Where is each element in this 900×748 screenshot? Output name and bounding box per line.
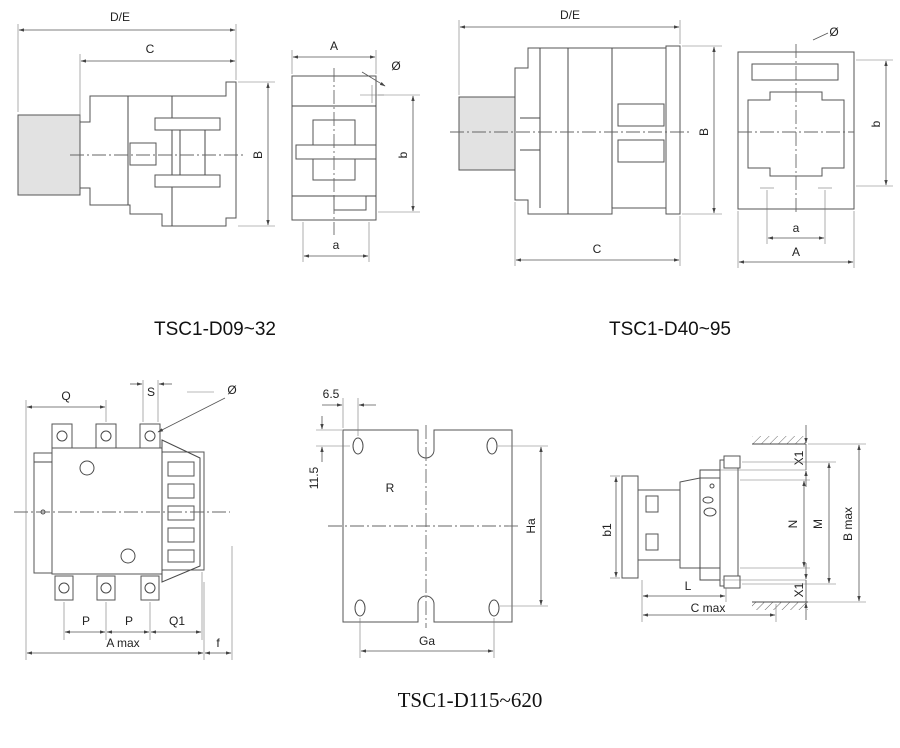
d115-r-label: R	[386, 481, 395, 495]
d40-c-label: C	[593, 242, 602, 256]
d115-ha-label: Ha	[524, 518, 538, 534]
d09-a-lower-label: a	[333, 238, 340, 252]
d115-lower-terminal-1	[54, 575, 74, 601]
d115-ga-label: Ga	[419, 634, 435, 648]
d40-side-view: D/E B C	[450, 8, 722, 266]
d09-armature	[129, 142, 157, 166]
d115-q-label: Q	[61, 389, 70, 403]
d09-upper-contact	[154, 117, 221, 131]
d115-lower-terminal-2	[96, 575, 116, 601]
d09-coil-block	[17, 114, 81, 196]
d115-a-max-label: A max	[106, 636, 139, 650]
caption-d09-32: TSC1-D09~32	[154, 319, 276, 340]
d115-six-five-label: 6.5	[323, 387, 340, 401]
d115-upper-terminal-1	[51, 423, 73, 449]
d115-bottom-wall	[752, 602, 808, 610]
d115-l-label: L	[685, 579, 692, 593]
d115-main-body	[51, 447, 163, 575]
d40-lower-terminal	[617, 139, 665, 163]
d115-x1-top-label: X1	[792, 450, 806, 465]
d115-p1-label: P	[82, 614, 90, 628]
d115-top-bolt	[723, 455, 741, 469]
d115-phi-label: Ø	[227, 383, 236, 397]
d40-b-label: B	[697, 128, 711, 136]
d40-housing	[514, 47, 667, 215]
d115-upper-terminal-2	[95, 423, 117, 449]
d115-f-label: f	[216, 636, 220, 650]
d115-b1-label: b1	[600, 523, 614, 537]
d09-phi-label: Ø	[391, 59, 400, 73]
d40-din-clip	[665, 45, 681, 215]
d40-a-lower-label: a	[793, 221, 800, 235]
d09-mount-rail	[295, 144, 377, 160]
d09-b-lower-label: b	[396, 151, 410, 158]
d115-upper-terminal-3	[139, 423, 161, 449]
caption-d40-95: TSC1-D40~95	[609, 319, 731, 340]
d115-p2-label: P	[125, 614, 133, 628]
d115-c-max-label: C max	[691, 601, 726, 615]
d40-b-lower-label: b	[869, 120, 883, 127]
d40-coil-block	[458, 96, 516, 171]
d09-housing	[79, 81, 237, 227]
d09-c-label: C	[146, 42, 155, 56]
d115-n-label: N	[786, 520, 800, 529]
d115-x1-bottom-label: X1	[792, 582, 806, 597]
d09-de-label: D/E	[110, 10, 130, 24]
d09-a-label: A	[330, 39, 338, 53]
d115-side-view: b1 L C max X1 X1 N M B max	[600, 425, 866, 622]
d115-front-view: Q S Ø P P Q1 A max f	[14, 380, 237, 660]
d40-front-view: Ø b a A	[737, 25, 893, 268]
d09-front-view: Ø A b a	[291, 39, 420, 262]
d115-q1-label: Q1	[169, 614, 185, 628]
d09-side-view: D/E C B	[17, 10, 275, 227]
caption-d115-620: TSC1-D115~620	[398, 688, 543, 712]
d09-b-label: B	[251, 151, 265, 159]
d40-upper-terminal	[617, 103, 665, 127]
d115-bottom-bolt	[723, 575, 741, 589]
d115-lower-terminal-3	[140, 575, 160, 601]
d115-mounting-plate: R 6.5 11.5 Ha Ga	[307, 387, 548, 658]
d40-phi-label: Ø	[829, 25, 838, 39]
d115-top-wall	[752, 436, 806, 444]
d115-side-plate	[621, 475, 639, 579]
d40-a-label: A	[792, 245, 800, 259]
d40-de-label: D/E	[560, 8, 580, 22]
d09-lower-contact	[154, 174, 221, 188]
d115-b-max-label: B max	[841, 507, 855, 541]
d115-s-label: S	[147, 385, 155, 399]
d115-eleven-five-label: 11.5	[307, 466, 321, 489]
d115-m-label: M	[811, 519, 825, 529]
